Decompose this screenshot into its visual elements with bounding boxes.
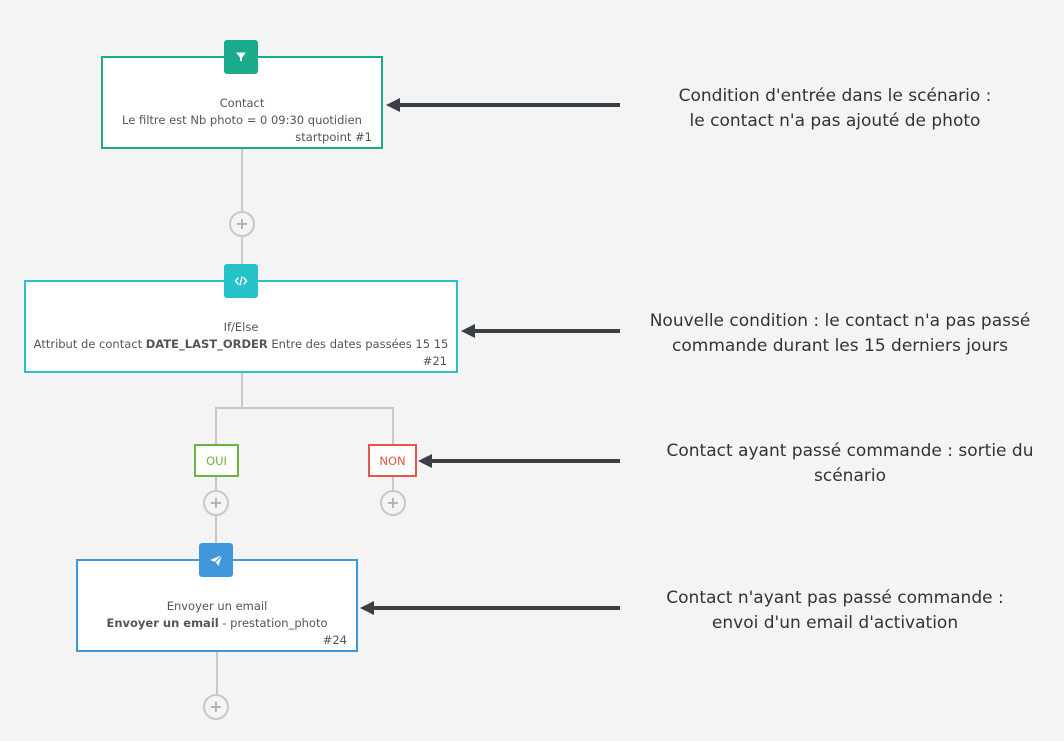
connector-line [215,477,217,562]
connector-line [215,407,217,444]
node-detail: Attribut de contact DATE_LAST_ORDER Entr… [33,337,449,351]
add-step-no-button[interactable]: + [380,490,406,516]
branch-yes-tag[interactable]: OUI [194,444,239,477]
annotation-arrow [386,98,620,112]
node-title: Contact [219,96,265,110]
code-icon [224,264,258,298]
annotation-arrow [360,601,620,615]
annotation-send-email: Contact n'ayant pas passé commande :envo… [666,588,1004,633]
add-step-button[interactable]: + [203,694,229,720]
annotation-new-condition: Nouvelle condition : le contact n'a pas … [649,311,1031,356]
node-footer: #21 [422,354,447,368]
annotation-arrow [461,324,620,338]
add-step-button[interactable]: + [229,211,255,237]
branch-no-tag[interactable]: NON [368,444,417,477]
node-title: Envoyer un email [166,599,268,613]
connector-line [215,407,394,409]
annotation-exit: Contact ayant passé commande : sortie du… [666,441,1034,486]
annotation-entry-condition: Condition d'entrée dans le scénario :le … [678,86,992,131]
annotation-arrow [418,454,620,468]
node-detail: Envoyer un email - prestation_photo [106,616,328,630]
connector-line [216,652,218,694]
node-title: If/Else [223,320,259,334]
node-detail: Le filtre est Nb photo = 0 09:30 quotidi… [122,113,362,127]
node-footer: #24 [322,633,347,647]
filter-icon [224,40,258,74]
node-footer: startpoint #1 [295,130,372,144]
connector-line [241,373,243,409]
paper-plane-icon [199,543,233,577]
connector-line [392,407,394,444]
add-step-yes-button[interactable]: + [203,490,229,516]
connector-line [392,477,394,493]
